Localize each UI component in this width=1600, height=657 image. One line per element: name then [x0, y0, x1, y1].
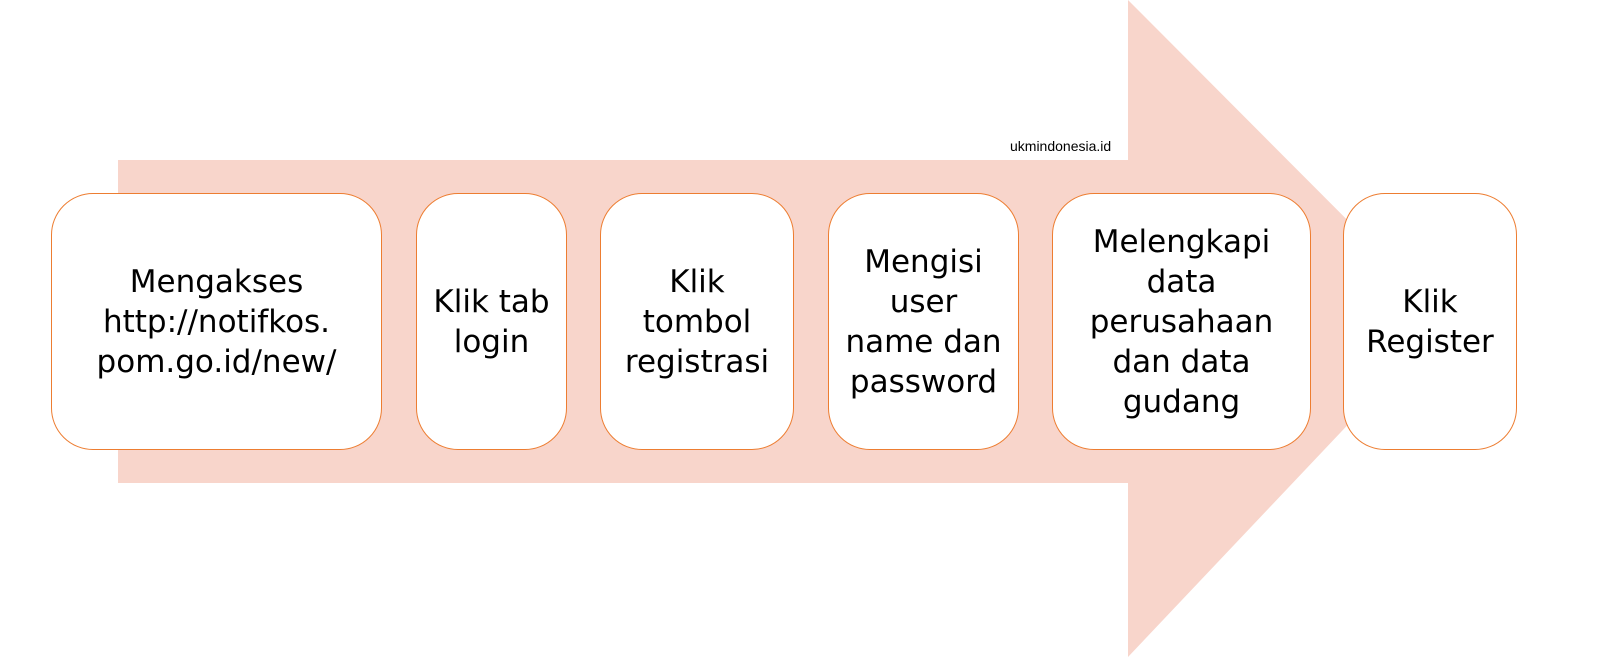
step-label: Klik tab login	[433, 283, 550, 360]
step-click-login-tab: Klik tab login	[416, 193, 567, 450]
step-fill-username-password: Mengisi user name dan password	[828, 193, 1019, 450]
step-access-website: Mengakses http://notifkos. pom.go.id/new…	[51, 193, 382, 450]
step-click-register: Klik Register	[1343, 193, 1517, 450]
step-label: Klik Register	[1366, 283, 1494, 360]
step-click-registration-button: Klik tombol registrasi	[600, 193, 794, 450]
step-label: Melengkapi data perusahaan dan data guda…	[1089, 223, 1274, 420]
step-label: Mengakses http://notifkos. pom.go.id/new…	[96, 263, 337, 380]
watermark-text: ukmindonesia.id	[1010, 138, 1112, 154]
step-label: Klik tombol registrasi	[624, 263, 770, 380]
step-label: Mengisi user name dan password	[845, 243, 1002, 400]
step-complete-company-data: Melengkapi data perusahaan dan data guda…	[1052, 193, 1311, 450]
